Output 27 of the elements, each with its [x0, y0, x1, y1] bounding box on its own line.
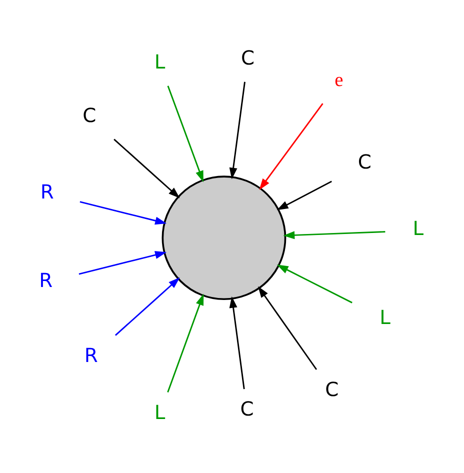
node-text: L	[154, 400, 166, 424]
node-text: C	[240, 46, 255, 69]
arrow	[276, 264, 352, 303]
node-text: L	[412, 216, 424, 240]
arrow	[167, 293, 204, 392]
arrow	[276, 180, 332, 210]
node-text: R	[40, 180, 54, 203]
arrow	[114, 138, 180, 198]
arrow	[167, 85, 204, 182]
arrow	[80, 200, 167, 224]
node-text: L	[380, 306, 390, 329]
node-circle	[162, 175, 286, 300]
node-text: C	[240, 397, 254, 420]
node-text: e	[334, 70, 344, 91]
node-text: R	[84, 343, 98, 366]
node-text: L	[154, 50, 166, 73]
arrow	[283, 230, 386, 239]
node-text: C	[358, 150, 372, 174]
arrow	[78, 250, 167, 274]
arrow	[114, 276, 180, 336]
arrow	[229, 81, 246, 179]
arrow	[259, 102, 324, 190]
node-text: C	[82, 103, 96, 126]
arrow	[258, 286, 318, 370]
arrow	[229, 296, 245, 389]
node-text: R	[39, 268, 53, 292]
node-text: C	[325, 378, 339, 401]
